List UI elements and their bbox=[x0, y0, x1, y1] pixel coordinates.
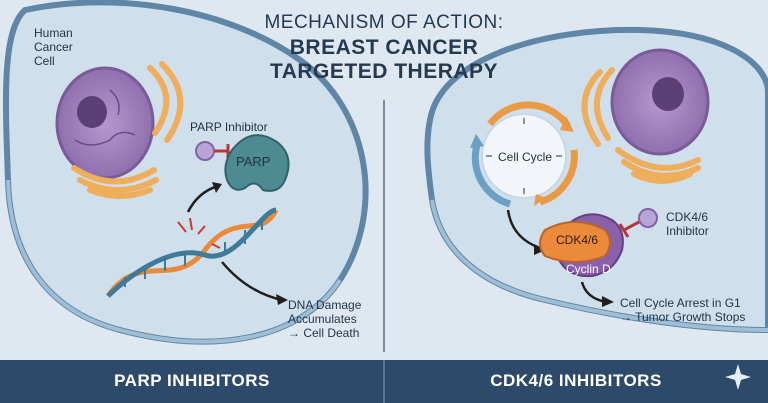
arrow-to-cell-death bbox=[221, 261, 288, 305]
cdk-outcome-line-2: → Tumor Growth Stops bbox=[620, 310, 746, 324]
arrow-to-arrest bbox=[580, 281, 614, 307]
cdk4-6-label: CDK4/6 bbox=[556, 233, 599, 247]
arrow-to-cdk-complex bbox=[506, 209, 546, 255]
right-golgi bbox=[581, 67, 701, 184]
cdk4-6-inhibitor-label-line-2: Inhibitor bbox=[666, 224, 709, 238]
cell-label: Human Cancer Cell bbox=[34, 26, 73, 68]
title-line-1: MECHANISM OF ACTION: bbox=[264, 12, 504, 33]
parp-enzyme bbox=[224, 134, 290, 192]
arrow-to-parp bbox=[186, 182, 222, 213]
cdk4-6-inhibitor-label: CDK4/6 Inhibitor bbox=[666, 210, 709, 238]
title-line-3: TARGETED THERAPY bbox=[269, 60, 499, 83]
parp-outcome-line-3: → Cell Death bbox=[288, 326, 360, 340]
cdk4-6-cyclin-d-complex bbox=[539, 213, 624, 278]
cell-label-line-1: Human bbox=[34, 26, 73, 40]
sparkle-icon bbox=[725, 364, 751, 390]
parp-outcome-line-1: DNA Damage bbox=[288, 298, 362, 312]
cdk4-6-inhibitor-molecule bbox=[618, 208, 658, 238]
left-golgi bbox=[71, 61, 184, 199]
dna-helix bbox=[105, 207, 279, 298]
cell-cycle-label: Cell Cycle bbox=[498, 150, 553, 164]
cell-label-line-3: Cell bbox=[34, 54, 55, 68]
cell-cycle-diagram bbox=[470, 101, 578, 208]
left-nucleus bbox=[55, 66, 155, 180]
parp-label: PARP bbox=[236, 154, 271, 169]
cdk-outcome-line-1: Cell Cycle Arrest in G1 bbox=[620, 296, 741, 310]
cdk-outcome: Cell Cycle Arrest in G1 → Tumor Growth S… bbox=[620, 296, 745, 324]
cdk4-6-inhibitor-label-line-1: CDK4/6 bbox=[666, 210, 709, 224]
cyclin-d-label: Cyclin D bbox=[566, 262, 611, 276]
footer-cdk4-6-inhibitors: CDK4/6 INHIBITORS bbox=[490, 371, 662, 390]
right-nucleus bbox=[610, 48, 710, 156]
footer-parp-inhibitors: PARP INHIBITORS bbox=[114, 371, 270, 390]
cell-label-line-2: Cancer bbox=[34, 40, 73, 54]
parp-inhibitor-label: PARP Inhibitor bbox=[190, 120, 268, 134]
parp-outcome-line-2: Accumulates bbox=[288, 312, 357, 326]
parp-outcome: DNA Damage Accumulates → Cell Death bbox=[288, 298, 361, 340]
title-line-2: BREAST CANCER bbox=[289, 36, 479, 59]
dna-break-marks bbox=[177, 217, 221, 249]
